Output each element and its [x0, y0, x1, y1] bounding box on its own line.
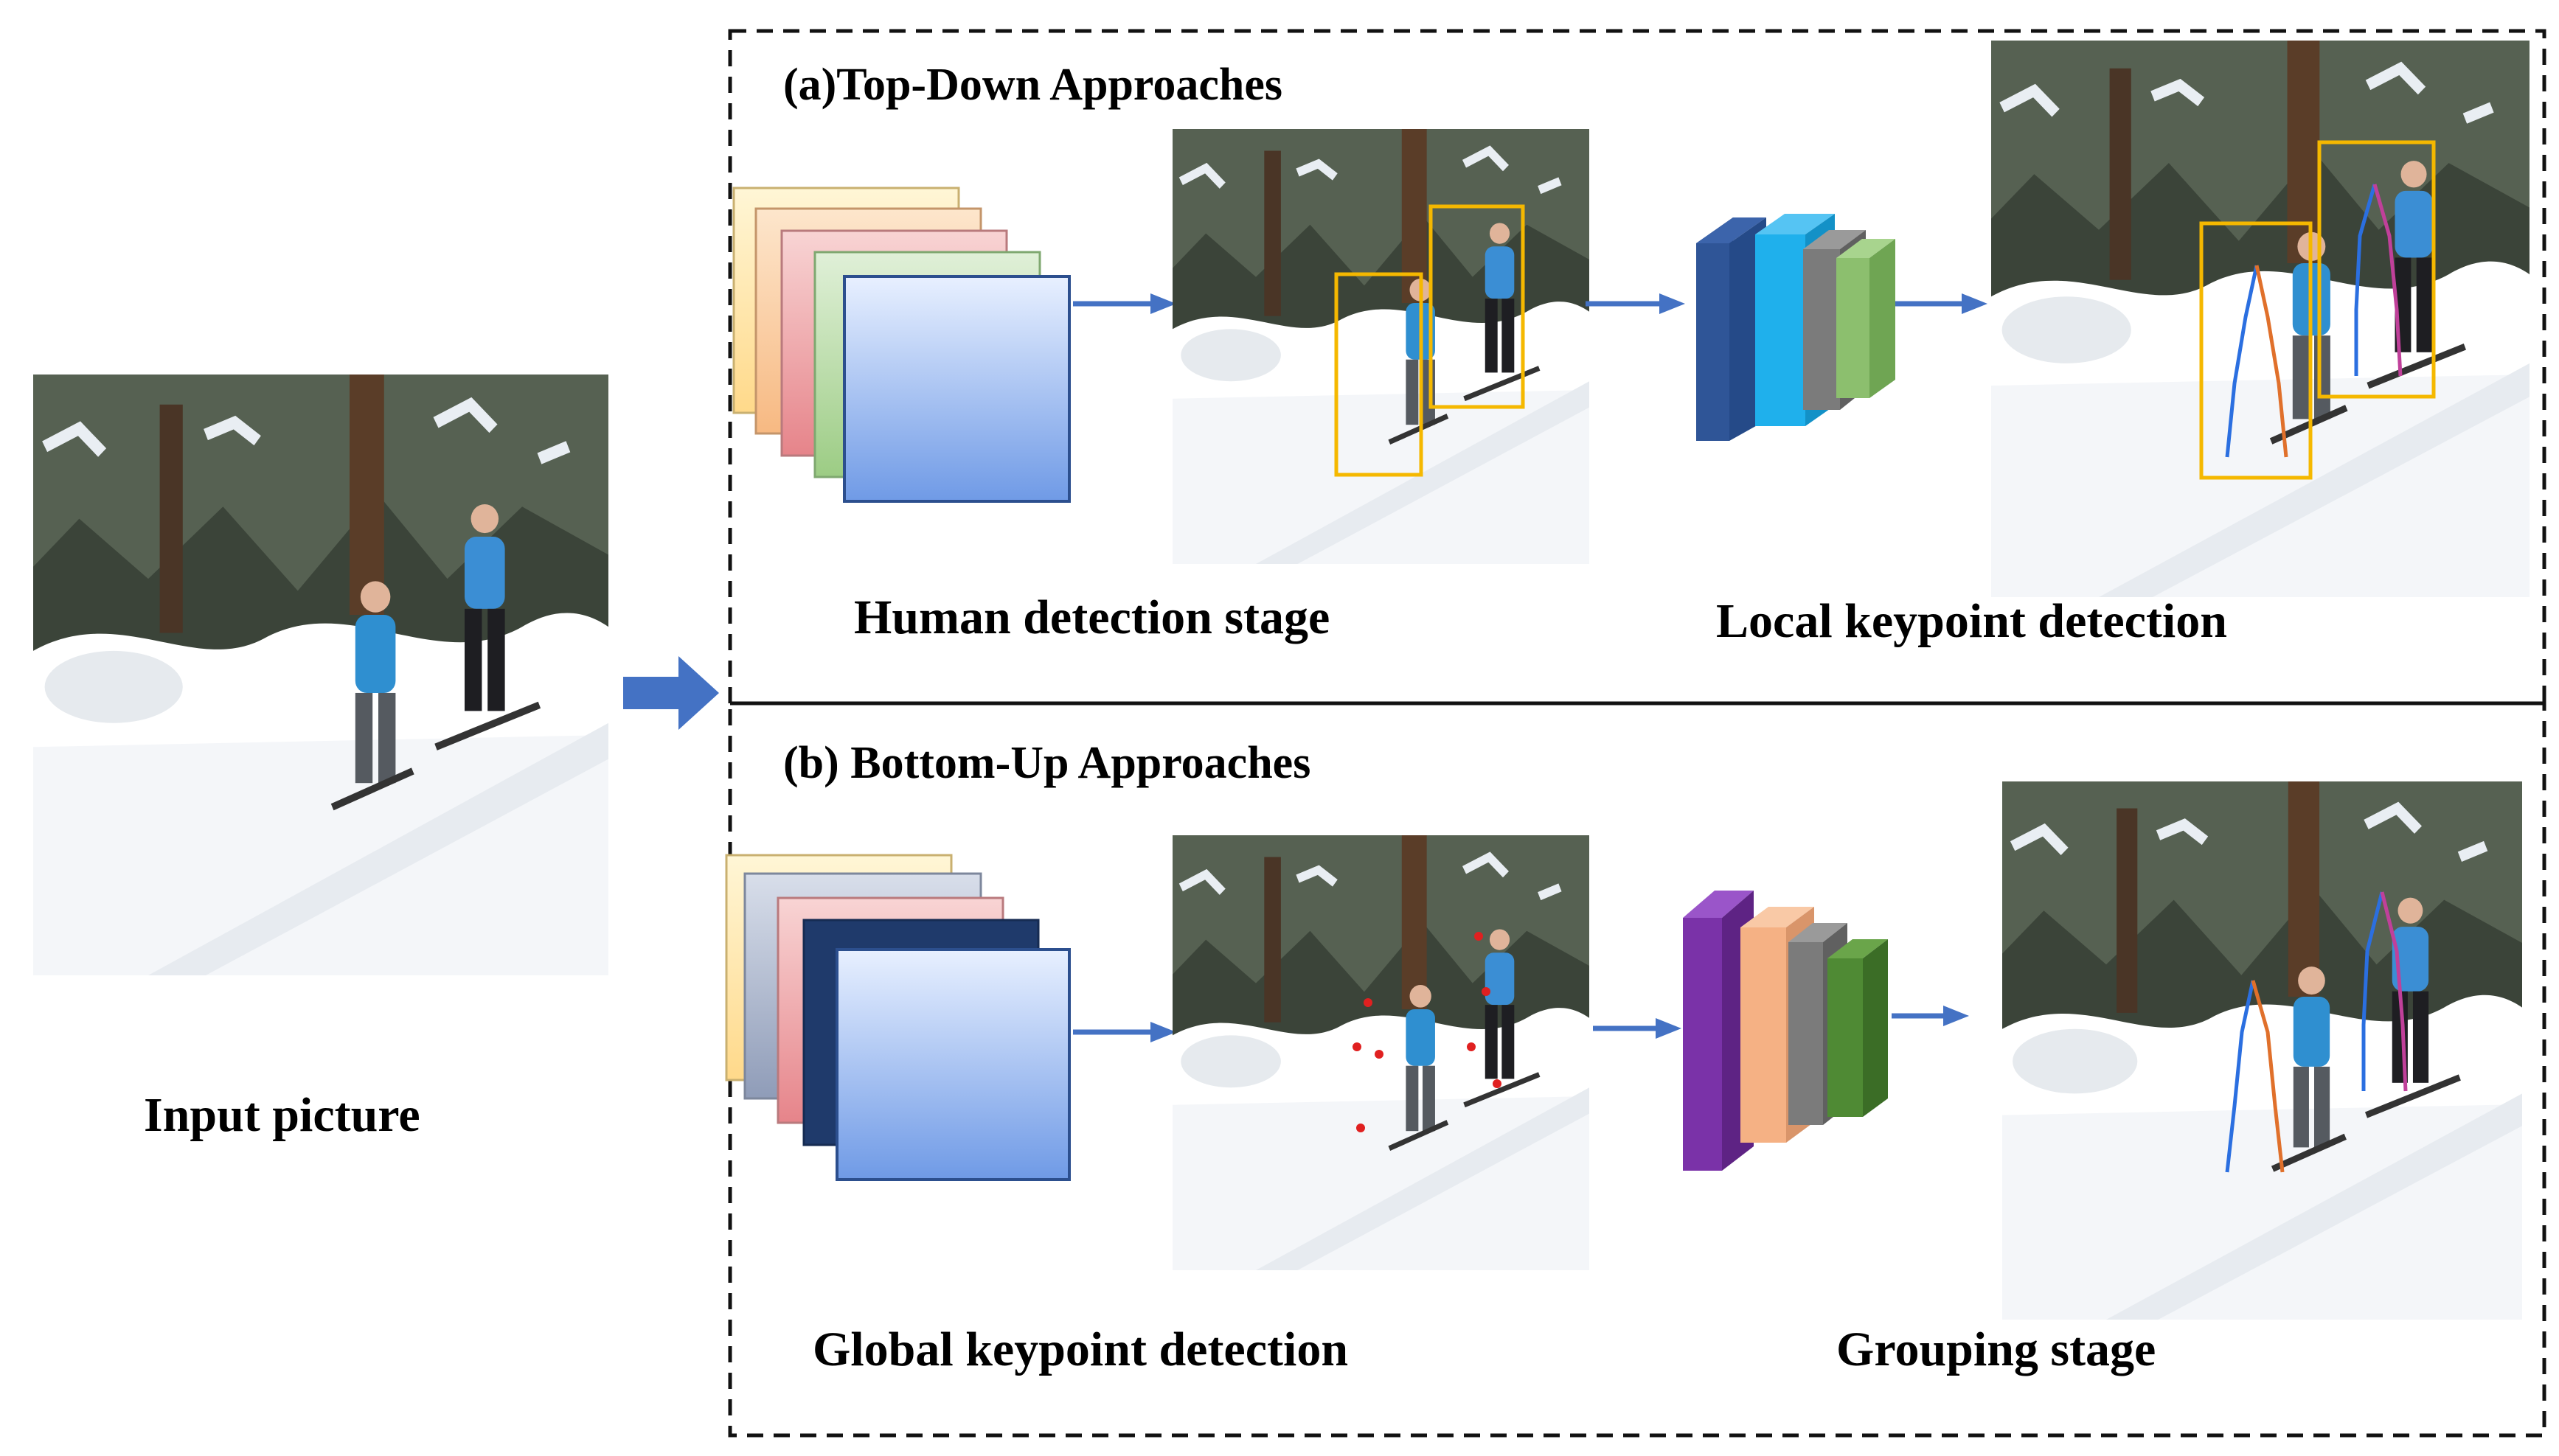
input-to-panels-arrow: [623, 656, 719, 730]
person-bounding-box: [2199, 221, 2313, 480]
input-picture-label: Input picture: [144, 1088, 420, 1142]
top-down-feature-maps: [732, 187, 1071, 503]
top-down-network-blocks: [1696, 214, 1895, 441]
global-keypoint-detection-label: Global keypoint detection: [813, 1323, 1349, 1376]
bottom-up-network-blocks: [1683, 891, 1888, 1171]
bottom-up-arrow-1: [1073, 1022, 1176, 1042]
human-detection-image: [1173, 129, 1589, 564]
grouping-image: [2002, 781, 2522, 1320]
input-picture: [33, 375, 608, 975]
local-keypoint-image: [1991, 41, 2530, 597]
person-bounding-box: [2317, 140, 2436, 399]
bottom-up-feature-maps: [725, 854, 1071, 1181]
skeleton-overlay: [2225, 891, 2408, 1173]
grouping-stage-label: Grouping stage: [1836, 1323, 2156, 1376]
person-bounding-box: [1428, 204, 1525, 409]
human-detection-stage-label: Human detection stage: [854, 591, 1330, 644]
keypoint-markers: [1353, 932, 1501, 1132]
skeleton-overlay: [2225, 184, 2403, 458]
bottom-up-title: (b) Bottom-Up Approaches: [783, 738, 1311, 788]
top-down-arrow-3: [1895, 293, 1987, 314]
person-bounding-box: [1334, 272, 1423, 477]
top-down-arrow-2: [1586, 293, 1685, 314]
bottom-up-arrow-3: [1892, 1006, 1969, 1026]
global-keypoint-image: [1173, 835, 1589, 1270]
local-keypoint-detection-label: Local keypoint detection: [1716, 594, 2227, 648]
bottom-up-arrow-2: [1593, 1018, 1681, 1039]
top-down-arrow-1: [1073, 293, 1176, 314]
top-down-title: (a)Top-Down Approaches: [783, 60, 1282, 110]
top-down-panel-frame: [728, 29, 2546, 706]
